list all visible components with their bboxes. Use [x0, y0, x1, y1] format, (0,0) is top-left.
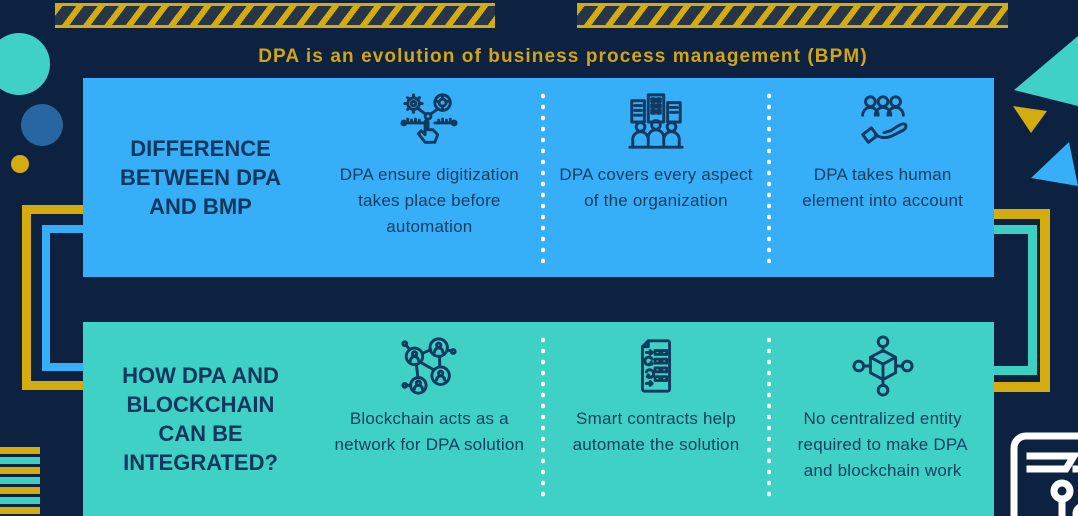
stripe	[0, 497, 40, 504]
decentralized-cube-icon	[852, 332, 914, 400]
column-digitization-text: DPA ensure digitization takes place befo…	[339, 165, 519, 236]
hazard-tape-right	[577, 3, 1008, 28]
column-network-text: Blockchain acts as a network for DPA sol…	[334, 409, 525, 454]
dotted-divider	[540, 336, 545, 502]
stripe	[0, 467, 40, 474]
column-decentralized: No centralized entity required to make D…	[771, 322, 994, 516]
dotted-divider	[767, 92, 772, 263]
panel-difference-columns: DPA ensure digitization takes place befo…	[318, 78, 994, 277]
page-title: DPA is an evolution of business process …	[258, 46, 868, 67]
stripe-stack-decoration	[0, 447, 40, 516]
hazard-tape-left	[55, 3, 495, 28]
circuit-document-icon	[1010, 432, 1078, 516]
column-digitization: DPA ensure digitization takes place befo…	[318, 78, 541, 277]
teal-circle-decoration	[0, 33, 50, 95]
organization-buildings-icon	[625, 88, 687, 156]
human-element-hand-icon	[852, 88, 914, 156]
blue-triangle-icon	[1031, 142, 1078, 186]
column-smart-contracts: Smart contracts help automate the soluti…	[545, 322, 768, 516]
gold-triangle-icon	[1013, 106, 1047, 133]
panel-difference-title: DIFFERENCE BETWEEN DPA AND BMP	[120, 136, 281, 219]
column-human-element: DPA takes human element into account	[771, 78, 994, 277]
column-decentralized-text: No centralized entity required to make D…	[797, 409, 968, 480]
column-organization: DPA covers every aspect of the organizat…	[545, 78, 768, 277]
column-network: Blockchain acts as a network for DPA sol…	[318, 322, 541, 516]
panel-blockchain-title: HOW DPA AND BLOCKCHAIN CAN BE INTEGRATED…	[122, 363, 279, 475]
steel-blue-circle-decoration	[21, 104, 63, 146]
yellow-circle-decoration	[11, 155, 29, 173]
panel-difference-dpa-bmp: DIFFERENCE BETWEEN DPA AND BMP	[83, 78, 994, 277]
panel-dpa-blockchain: HOW DPA AND BLOCKCHAIN CAN BE INTEGRATED…	[83, 322, 994, 516]
panel-blockchain-header: HOW DPA AND BLOCKCHAIN CAN BE INTEGRATED…	[83, 322, 318, 516]
stripe	[0, 447, 40, 454]
dotted-divider	[540, 92, 545, 263]
triangle-cluster-decoration	[1013, 36, 1078, 186]
stripe	[0, 477, 40, 484]
stripe	[0, 507, 40, 514]
smart-contract-document-icon	[625, 332, 687, 400]
stripe	[0, 487, 40, 494]
column-smart-contracts-text: Smart contracts help automate the soluti…	[572, 409, 740, 454]
panel-difference-header: DIFFERENCE BETWEEN DPA AND BMP	[83, 78, 318, 277]
stripe	[0, 457, 40, 464]
network-people-icon	[398, 332, 460, 400]
column-organization-text: DPA covers every aspect of the organizat…	[559, 165, 753, 210]
automation-gears-hand-icon	[398, 88, 460, 156]
panel-blockchain-columns: Blockchain acts as a network for DPA sol…	[318, 322, 994, 516]
teal-triangle-icon	[1014, 36, 1078, 106]
dotted-divider	[767, 336, 772, 502]
column-human-element-text: DPA takes human element into account	[802, 165, 964, 210]
